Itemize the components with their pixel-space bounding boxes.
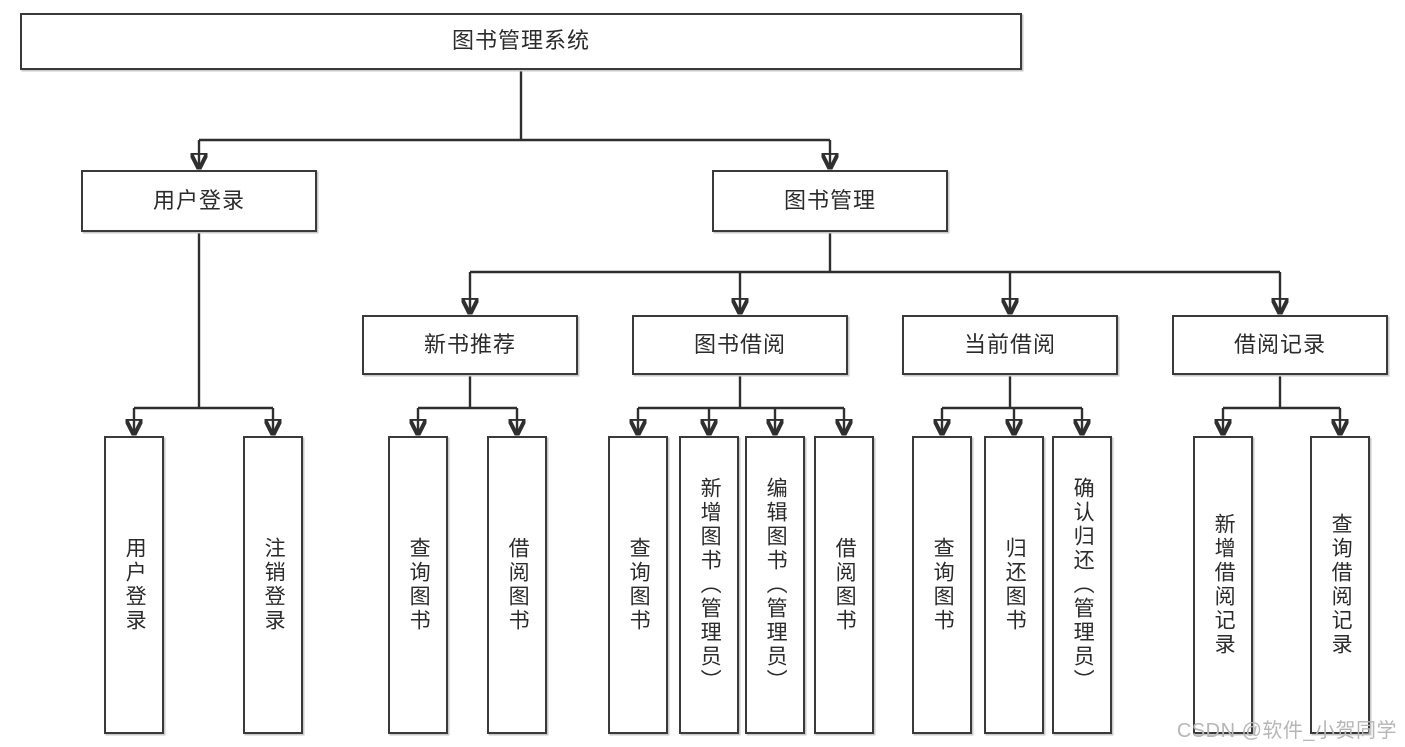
- node-leaf-confirm-return[interactable]: 确认归还（管理员）: [1052, 436, 1112, 734]
- node-leaf-add-book[interactable]: 新增图书（管理员）: [679, 436, 739, 734]
- node-borrow-record[interactable]: 借阅记录: [1172, 315, 1388, 375]
- node-label: 用户登录: [152, 187, 245, 213]
- node-leaf-edit-book[interactable]: 编辑图书（管理员）: [745, 436, 805, 734]
- node-label: 新书推荐: [423, 331, 516, 357]
- node-leaf-query-book-2[interactable]: 查询图书: [608, 436, 668, 734]
- node-label: 查询图书: [407, 537, 431, 633]
- node-label: 查询借阅记录: [1329, 513, 1353, 657]
- node-label: 借阅图书: [833, 537, 857, 633]
- node-book-borrow[interactable]: 图书借阅: [632, 315, 848, 375]
- node-label: 注销登录: [262, 537, 286, 633]
- node-label: 图书管理系统: [451, 28, 590, 54]
- node-label: 当前借阅: [963, 331, 1056, 357]
- node-label: 查询图书: [627, 537, 651, 633]
- node-leaf-query-book-1[interactable]: 查询图书: [388, 436, 448, 734]
- node-current-borrow[interactable]: 当前借阅: [902, 315, 1118, 375]
- node-label: 新增图书（管理员）: [698, 477, 722, 693]
- node-leaf-user-login[interactable]: 用户登录: [104, 436, 164, 734]
- node-label: 新增借阅记录: [1212, 513, 1236, 657]
- node-leaf-borrow-book-2[interactable]: 借阅图书: [814, 436, 874, 734]
- node-root[interactable]: 图书管理系统: [20, 13, 1022, 70]
- node-label: 借阅图书: [506, 537, 530, 633]
- node-new-book-rec[interactable]: 新书推荐: [362, 315, 578, 375]
- node-label: 确认归还（管理员）: [1071, 477, 1095, 693]
- node-leaf-return-book[interactable]: 归还图书: [984, 436, 1044, 734]
- node-leaf-borrow-book-1[interactable]: 借阅图书: [487, 436, 547, 734]
- node-book-manage[interactable]: 图书管理: [712, 170, 948, 232]
- node-label: 图书管理: [783, 187, 876, 213]
- node-user-login[interactable]: 用户登录: [81, 170, 317, 232]
- node-leaf-user-logout[interactable]: 注销登录: [243, 436, 303, 734]
- node-label: 用户登录: [123, 537, 147, 633]
- node-label: 查询图书: [931, 537, 955, 633]
- node-leaf-query-book-3[interactable]: 查询图书: [912, 436, 972, 734]
- node-label: 编辑图书（管理员）: [764, 477, 788, 693]
- watermark-text: CSDN @软件_小贺同学: [1176, 720, 1397, 742]
- node-label: 归还图书: [1003, 537, 1027, 633]
- node-leaf-query-record[interactable]: 查询借阅记录: [1310, 436, 1370, 734]
- node-label: 图书借阅: [693, 331, 786, 357]
- node-leaf-add-record[interactable]: 新增借阅记录: [1193, 436, 1253, 734]
- node-label: 借阅记录: [1233, 331, 1326, 357]
